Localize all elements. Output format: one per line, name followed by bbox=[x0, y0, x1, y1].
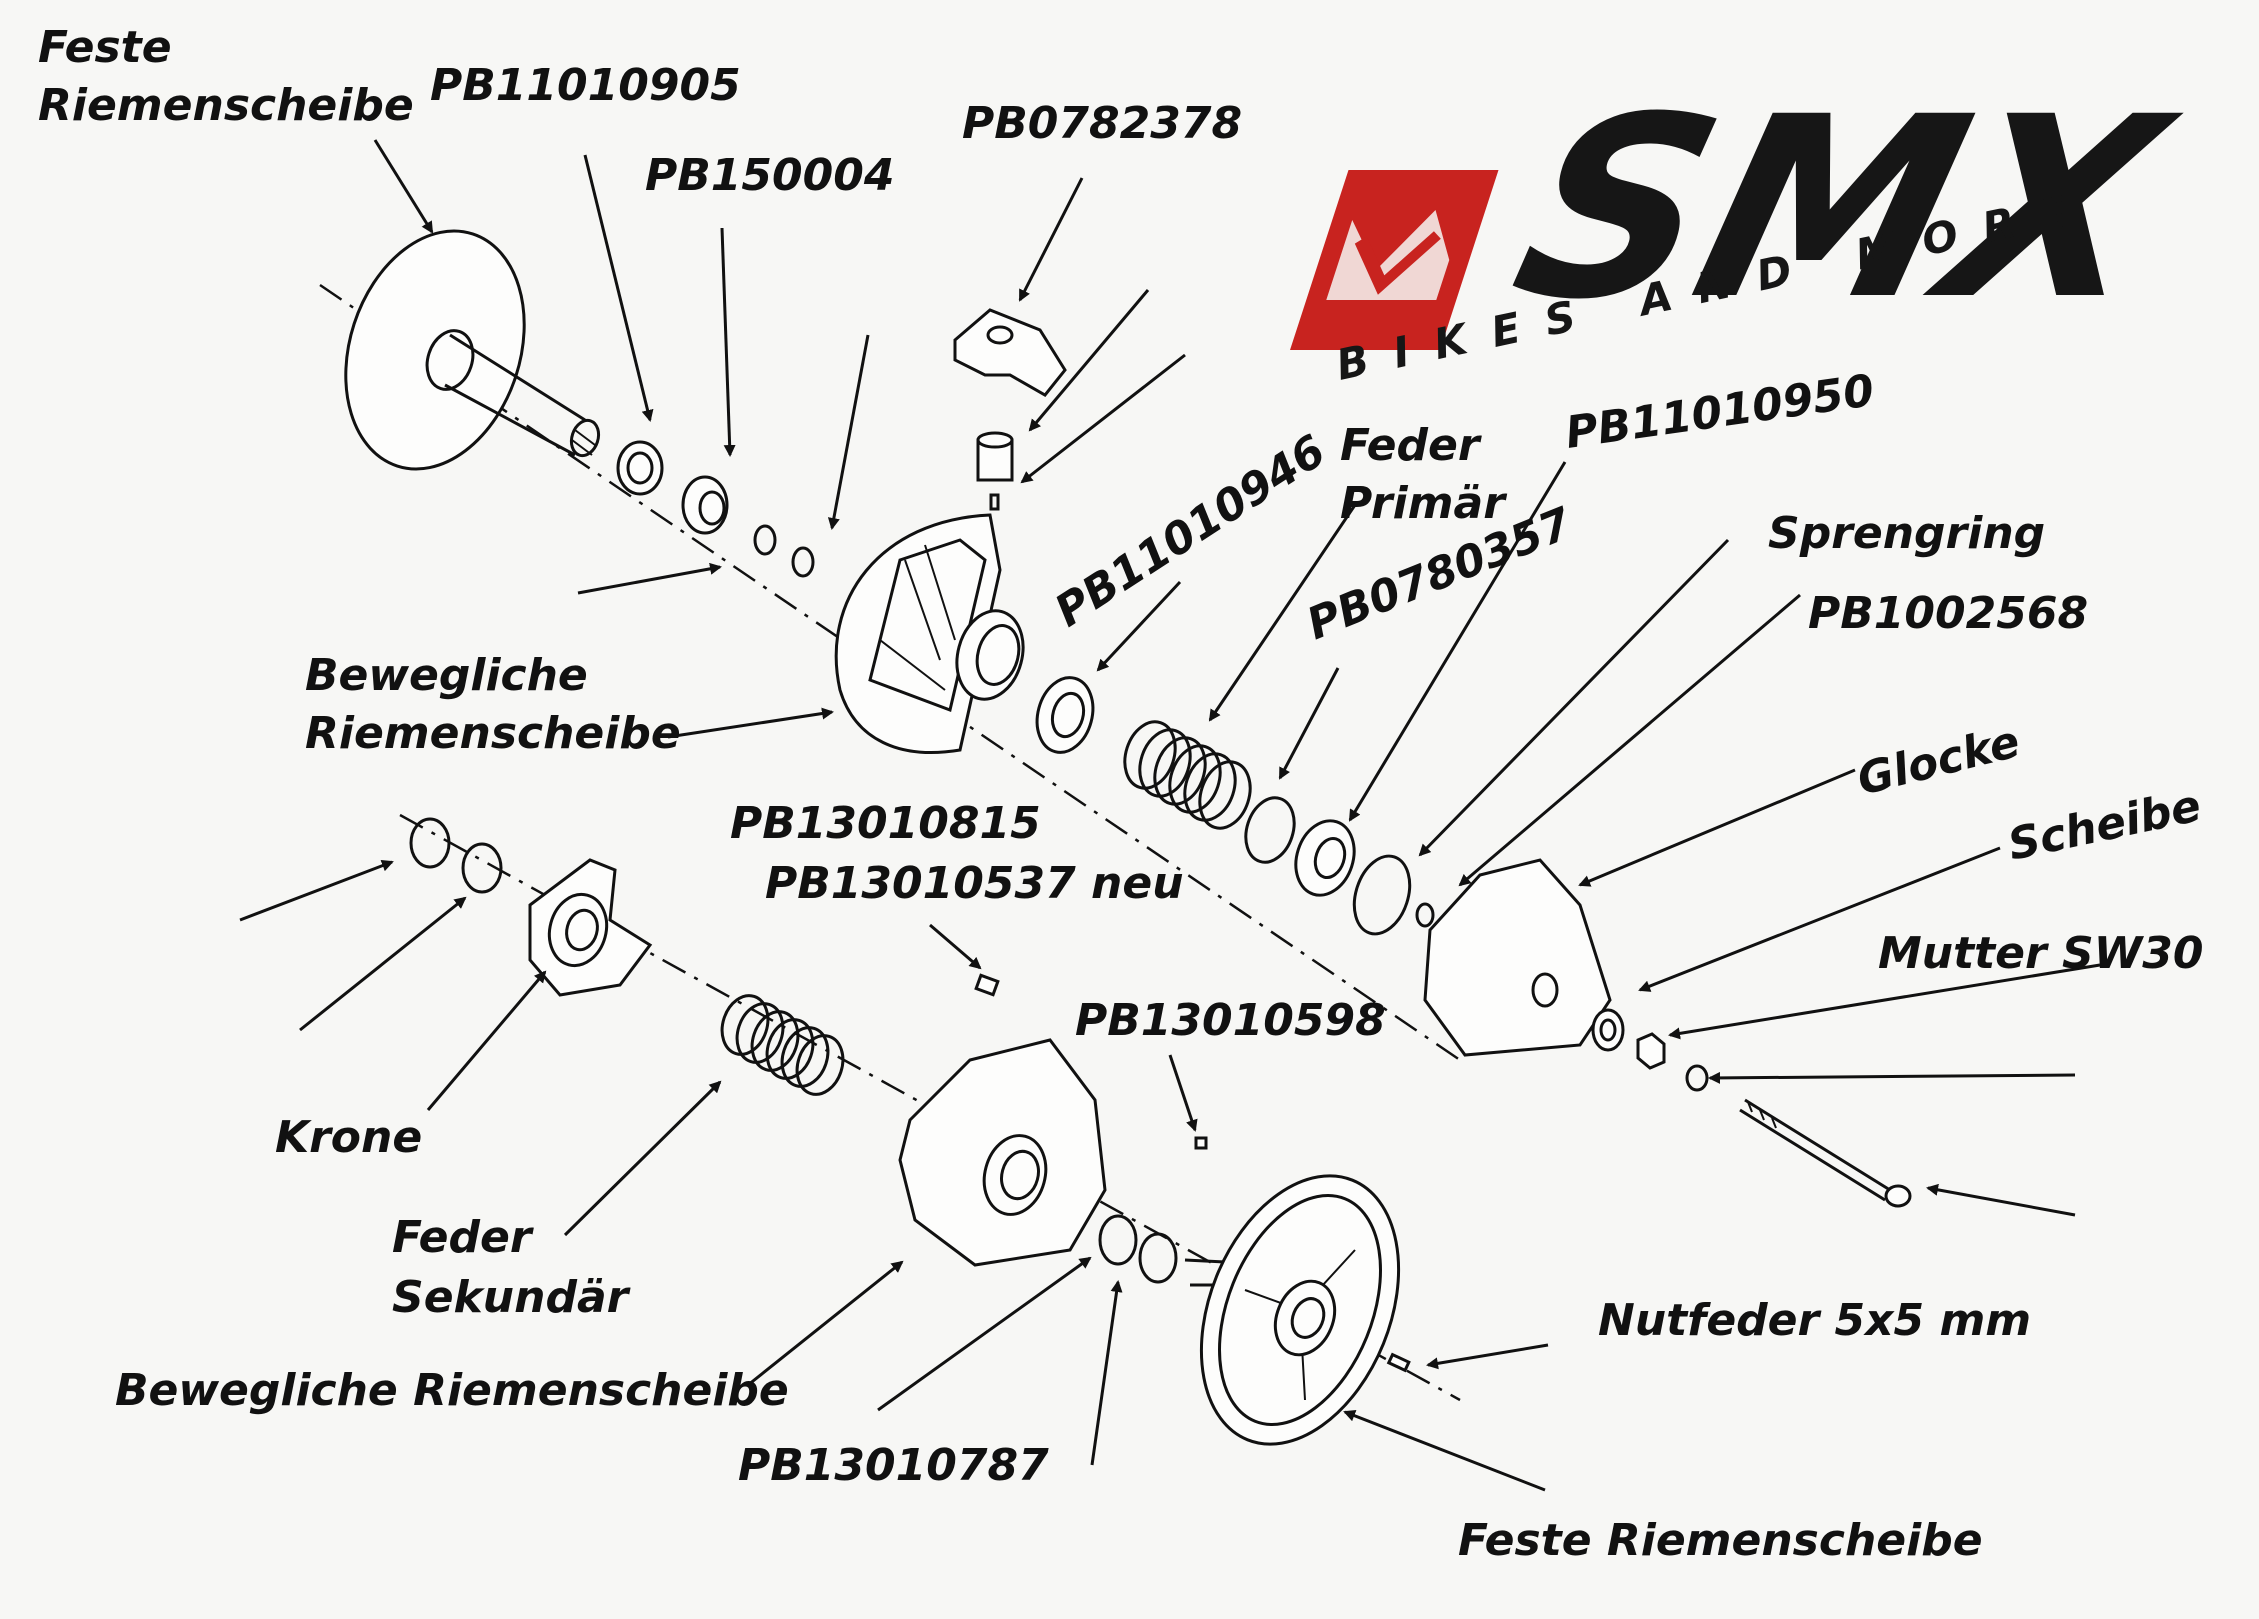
label-pb150004: PB150004 bbox=[645, 150, 894, 201]
primary-spring bbox=[1123, 720, 1252, 830]
label-feder-primaer-line1: Feder bbox=[1340, 420, 1482, 471]
label-nutfeder: Nutfeder 5x5 mm bbox=[1598, 1295, 2031, 1346]
o-ring-1 bbox=[753, 524, 777, 556]
label-pb13010787: PB13010787 bbox=[738, 1440, 1049, 1491]
bolt bbox=[1739, 1098, 1912, 1208]
logo-emblem-icon bbox=[1290, 170, 1499, 350]
ring-pb11010905 bbox=[616, 440, 664, 496]
ring-pb0780357 bbox=[1244, 796, 1296, 864]
label-pb13010815: PB13010815 bbox=[730, 798, 1041, 849]
clutch-bell bbox=[1423, 858, 1612, 1057]
label-mutter-sw30: Mutter SW30 bbox=[1878, 928, 2204, 979]
label-pb13010537-neu: PB13010537 neu bbox=[765, 858, 1184, 909]
snap-ring bbox=[1352, 854, 1412, 936]
seal-pb11010946 bbox=[1035, 676, 1095, 754]
ring-pb1002568 bbox=[1415, 902, 1435, 928]
fixed-pulley-primary bbox=[344, 229, 601, 471]
leader-arrows bbox=[239, 139, 2101, 1492]
pin-pb13010537 bbox=[974, 973, 1000, 997]
label-bewegliche-top-line2: Riemenscheibe bbox=[305, 708, 681, 759]
label-pb11010946: PB11010946 bbox=[1046, 425, 1334, 637]
fixed-pulley-secondary bbox=[1184, 1174, 1401, 1446]
label-glocke: Glocke bbox=[1852, 716, 2024, 805]
secondary-spring bbox=[720, 994, 845, 1096]
snap-ring-secondary bbox=[409, 817, 451, 869]
crown bbox=[528, 858, 653, 997]
label-feste-riemenscheibe-bottom: Feste Riemenscheibe bbox=[1458, 1515, 1983, 1566]
label-krone: Krone bbox=[275, 1112, 422, 1163]
bushing-pb150004 bbox=[681, 475, 729, 535]
washer-scheibe bbox=[1591, 1008, 1625, 1052]
label-feder-sekundaer-line2: Sekundär bbox=[392, 1272, 631, 1323]
label-bewegliche-top-line1: Bewegliche bbox=[305, 650, 588, 701]
logo-brand-text: SMX bbox=[1492, 63, 2197, 355]
label-feste-riemenscheibe-top-line2: Riemenscheibe bbox=[38, 80, 414, 131]
seal-pb13010787-a bbox=[1098, 1214, 1138, 1266]
secondary-assembly bbox=[399, 813, 1461, 1446]
label-bewegliche-bottom: Bewegliche Riemenscheibe bbox=[115, 1365, 789, 1416]
o-ring-2 bbox=[791, 546, 815, 578]
washer-pb11010950 bbox=[1294, 819, 1356, 897]
pin-pb13010598 bbox=[1194, 1136, 1208, 1150]
primary-assembly bbox=[319, 229, 1912, 1208]
label-feder-sekundaer-line1: Feder bbox=[392, 1212, 534, 1263]
label-pb0782378: PB0782378 bbox=[962, 98, 1242, 149]
label-pb11010905: PB11010905 bbox=[430, 60, 741, 111]
label-feder-primaer-line2: Primär bbox=[1340, 478, 1507, 529]
label-pb13010598: PB13010598 bbox=[1075, 995, 1386, 1046]
label-pb1002568: PB1002568 bbox=[1808, 588, 2088, 639]
movable-pulley-primary bbox=[834, 513, 1025, 754]
label-feste-riemenscheibe-top-line1: Feste bbox=[38, 22, 172, 73]
slider-guide-pb0782378 bbox=[953, 308, 1067, 511]
nut-sw30 bbox=[1636, 1032, 1666, 1070]
label-sprengring: Sprengring bbox=[1768, 508, 2045, 559]
label-scheibe: Scheibe bbox=[2004, 780, 2206, 871]
label-pb11010950: PB11010950 bbox=[1562, 365, 1877, 459]
small-washer bbox=[1685, 1064, 1709, 1092]
smx-logo: SMX BIKES AND MORE bbox=[1290, 63, 2197, 390]
ring-secondary bbox=[461, 842, 503, 894]
seal-pb13010787-b bbox=[1138, 1232, 1178, 1284]
key-nutfeder bbox=[1386, 1352, 1411, 1373]
movable-pulley-secondary bbox=[898, 1038, 1107, 1267]
